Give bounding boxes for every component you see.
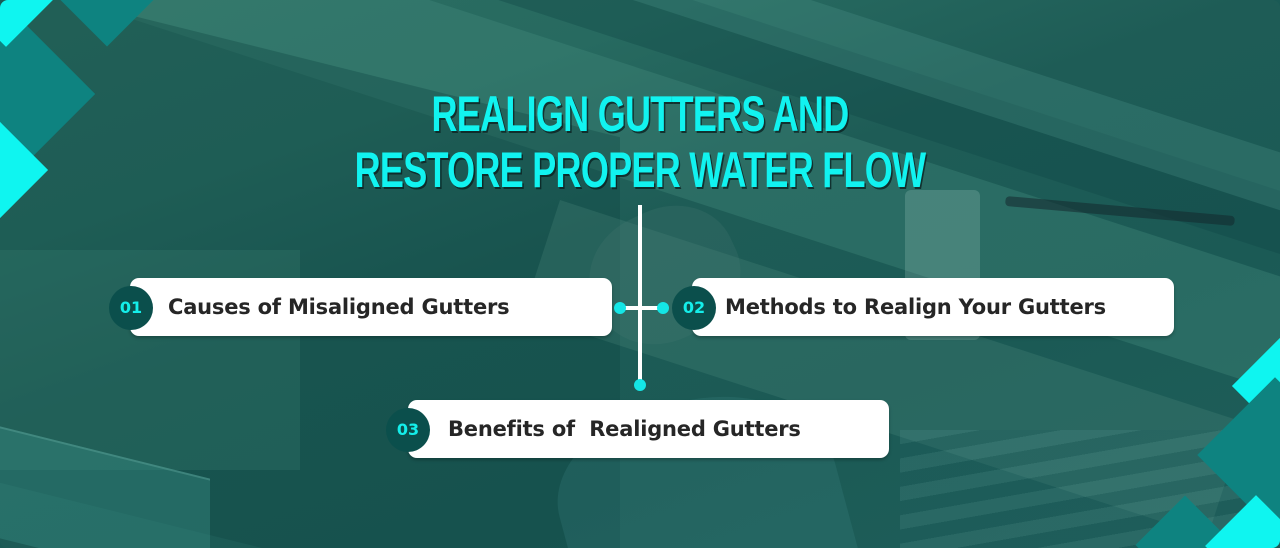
list-item-methods[interactable]: Methods to Realign Your Gutters [692, 278, 1174, 336]
list-item-label: Methods to Realign Your Gutters [725, 295, 1106, 319]
list-item-label: Benefits of Realigned Gutters [448, 417, 801, 441]
page-title: REALIGN GUTTERS AND RESTORE PROPER WATER… [179, 86, 1101, 198]
list-item-label: Causes of Misaligned Gutters [168, 295, 510, 319]
number-badge-03: 03 [386, 408, 430, 452]
connector-horizontal-line [620, 306, 664, 310]
list-item-benefits[interactable]: Benefits of Realigned Gutters [408, 400, 889, 458]
connector-vertical-line [638, 205, 642, 385]
title-line-1: REALIGN GUTTERS AND [431, 86, 850, 142]
connector-dot-left [614, 302, 626, 314]
title-line-2: RESTORE PROPER WATER FLOW [354, 142, 926, 198]
connector-dot-right [657, 302, 669, 314]
connector-dot-bottom [634, 379, 646, 391]
number-badge-01: 01 [109, 286, 153, 330]
number-badge-02: 02 [672, 286, 716, 330]
list-item-causes[interactable]: Causes of Misaligned Gutters [130, 278, 612, 336]
